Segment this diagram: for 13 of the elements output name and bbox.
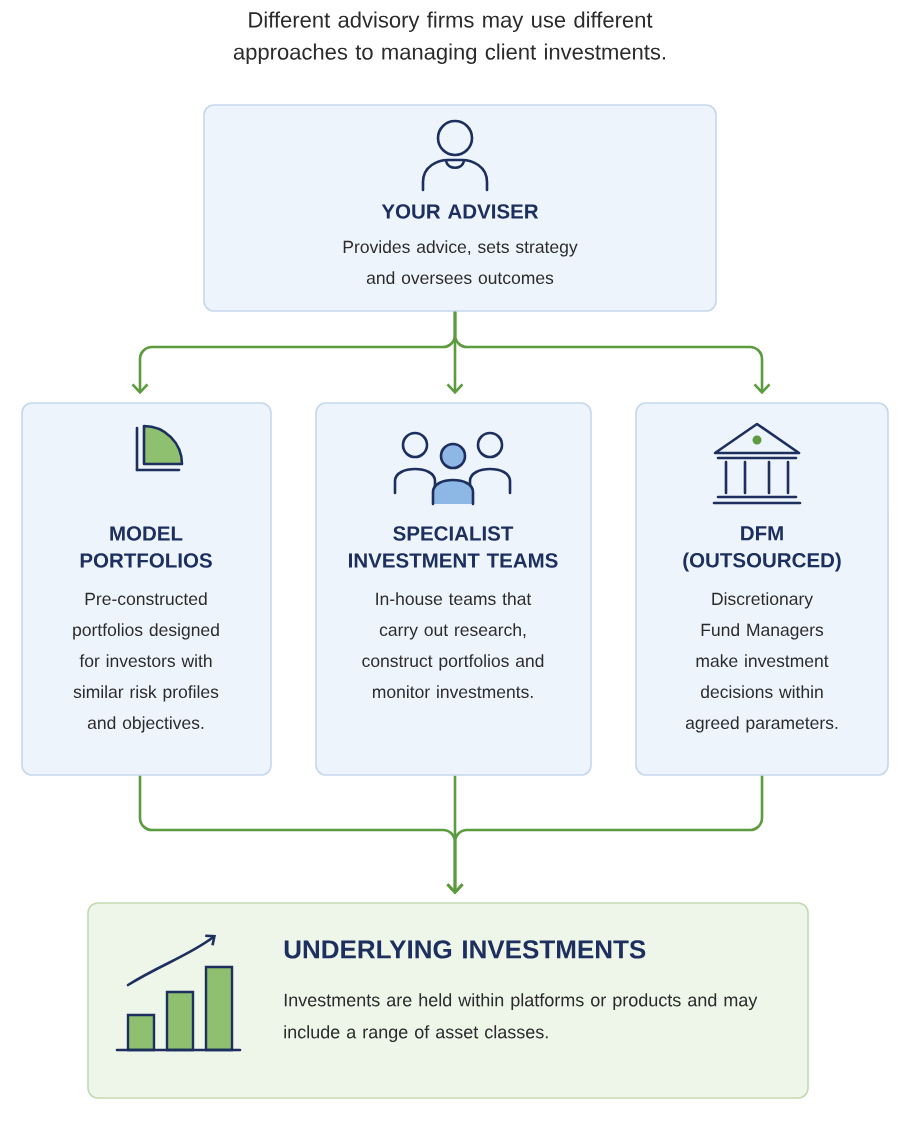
box-heading: DFM (OUTSOURCED) [683,526,841,572]
box-text: In-house teams that carry out research, construct portfolios and monitor investments. [362,592,544,699]
box-text: Investments are held within platforms or products and may include a range of asset classes. [284,993,758,1042]
box-heading: SPECIALIST INVESTMENT TEAMS [349,526,558,568]
box-heading: YOUR ADVISER [381,204,539,219]
arrow [453,311,771,395]
title: Different advisory firms may use different approaches to managing client investments. [233,11,665,65]
box-text: Discretionary Fund Managers make investment decisions within agreed parameters. [685,592,838,733]
box-text: Pre-constructed portfolios designed for investors with similar risk profiles and objectives. [73,592,219,733]
arrow [446,775,764,895]
box-text: Provides advice, sets strategy and oversees outcomes [343,240,578,285]
box-heading: MODEL PORTFOLIOS [80,526,212,568]
box-heading: UNDERLYING INVESTMENTS [284,940,646,959]
